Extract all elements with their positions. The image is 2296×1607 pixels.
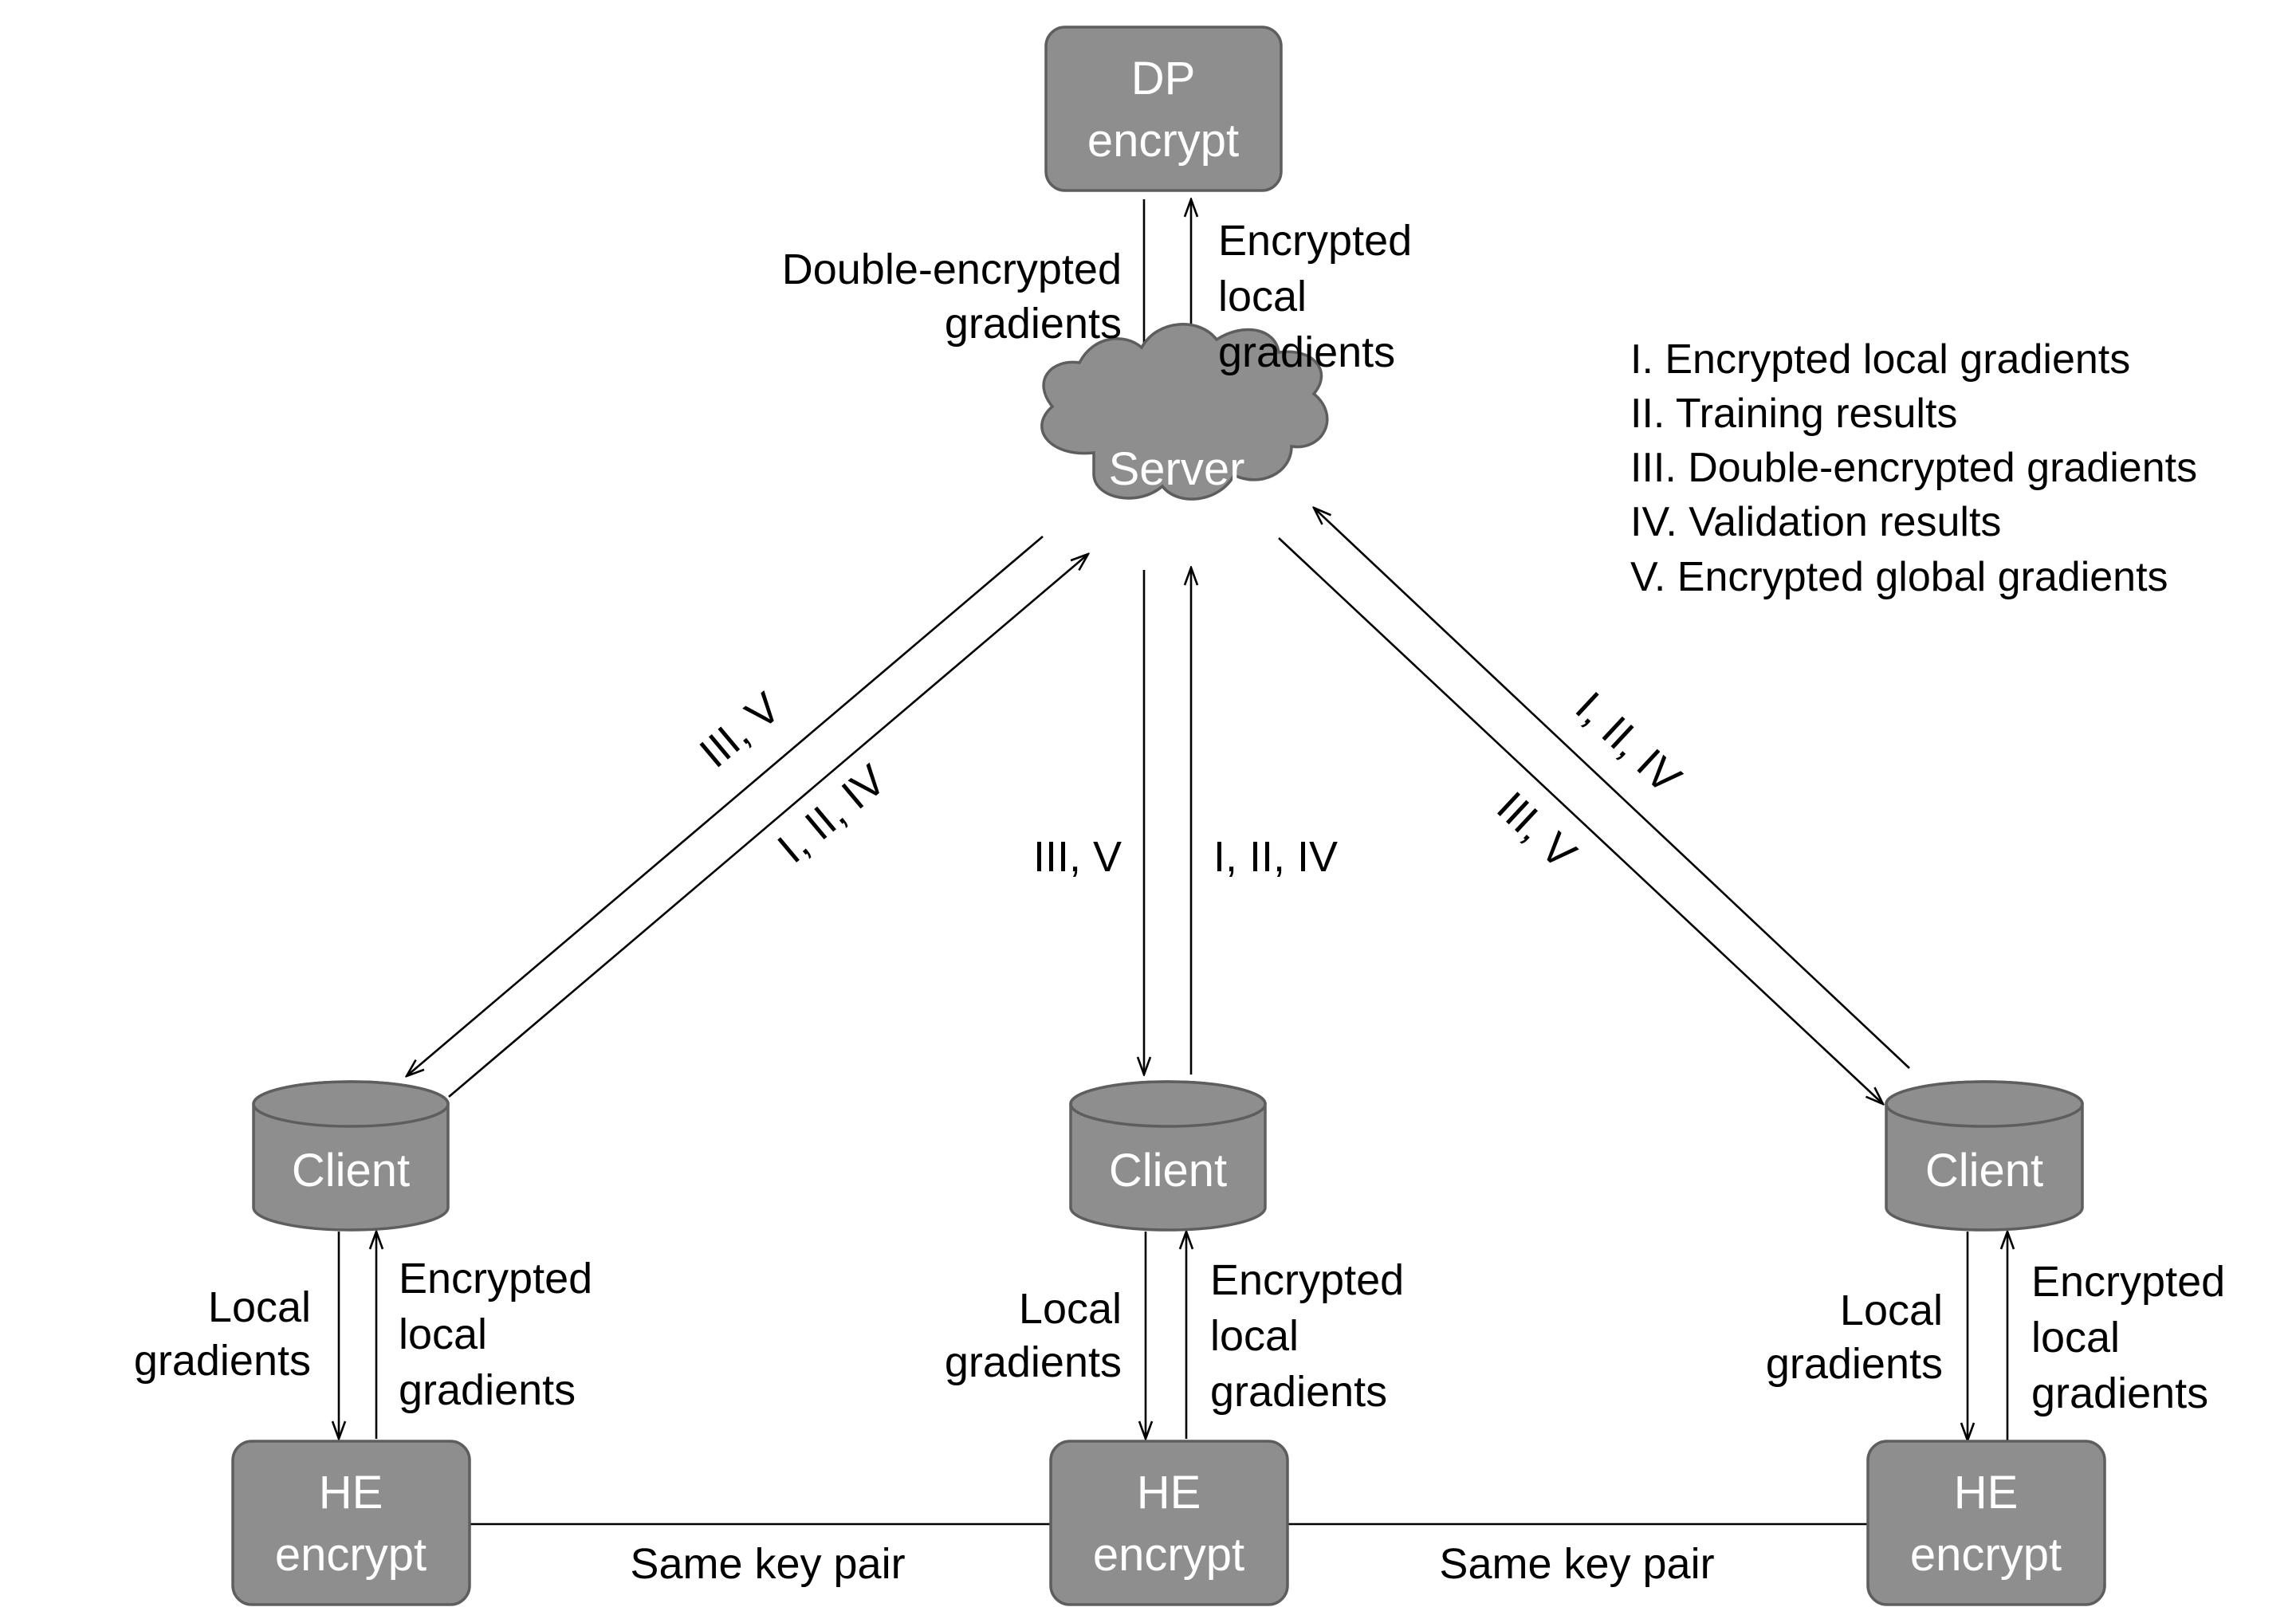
client-middle-label: Client [1109, 1145, 1227, 1196]
server-cloud-shape [1040, 323, 1329, 501]
label-left-up: I, II, IV [769, 756, 894, 872]
client-left-node: Client [252, 1080, 450, 1232]
he-encrypt-middle-line2: encrypt [1093, 1529, 1244, 1581]
label-he-to-client-right-line1: Encrypted [2031, 1258, 2225, 1306]
label-server-to-dp-line1: Encrypted [1218, 217, 1412, 265]
he-encrypt-right-line2: encrypt [1910, 1529, 2062, 1581]
legend-item-2: II. Training results [1630, 391, 1957, 437]
client-left-cylinder-top [252, 1080, 450, 1128]
he-encrypt-middle-line1: HE [1137, 1467, 1201, 1519]
label-dp-to-server-line1: Double-encrypted [782, 246, 1122, 293]
label-server-to-dp-line3: gradients [1218, 328, 1395, 376]
dp-encrypt-node: DP encrypt [1044, 26, 1283, 192]
legend: I. Encrypted local gradients II. Trainin… [1630, 336, 2197, 600]
he-encrypt-right-box [1866, 1440, 2106, 1606]
label-client-to-he-right-line2: gradients [1766, 1340, 1943, 1388]
label-he-to-client-left-line3: gradients [399, 1366, 576, 1414]
label-middle-up: I, II, IV [1213, 833, 1338, 881]
edge-client-left-to-server [448, 554, 1088, 1098]
label-dp-to-server-line2: gradients [945, 300, 1122, 348]
edge-server-to-client-left [407, 536, 1044, 1076]
he-encrypt-right-line1: HE [1954, 1467, 2019, 1519]
legend-item-5: V. Encrypted global gradients [1630, 554, 2168, 600]
label-he-to-client-left-line1: Encrypted [399, 1255, 592, 1302]
label-same-key-left: Same key pair [630, 1540, 905, 1588]
label-server-to-dp-line2: local [1218, 273, 1307, 320]
label-he-to-client-middle-line2: local [1210, 1312, 1299, 1360]
label-he-to-client-middle-line1: Encrypted [1210, 1256, 1404, 1304]
he-encrypt-middle-node: HE encrypt [1049, 1440, 1289, 1606]
label-he-to-client-right-line3: gradients [2031, 1369, 2208, 1417]
label-he-to-client-middle-line3: gradients [1210, 1368, 1387, 1416]
label-he-to-client-left-line2: local [399, 1310, 487, 1358]
he-encrypt-left-line1: HE [319, 1467, 383, 1519]
dp-encrypt-line2: encrypt [1087, 115, 1239, 167]
server-label: Server [1109, 443, 1245, 495]
client-middle-cylinder-top [1069, 1080, 1267, 1128]
client-right-node: Client [1885, 1080, 2084, 1232]
he-encrypt-right-node: HE encrypt [1866, 1440, 2106, 1606]
label-same-key-right: Same key pair [1439, 1540, 1714, 1588]
he-encrypt-middle-box [1049, 1440, 1289, 1606]
label-right-up: I, II, IV [1567, 683, 1690, 803]
label-middle-down: III, V [1033, 833, 1122, 881]
client-right-cylinder-top [1885, 1080, 2084, 1128]
client-right-label: Client [1925, 1145, 2043, 1196]
label-right-down: III, V [1488, 783, 1585, 878]
he-encrypt-left-node: HE encrypt [231, 1440, 471, 1606]
edge-server-to-client-right [1278, 537, 1883, 1104]
legend-item-4: IV. Validation results [1630, 499, 2001, 545]
legend-item-3: III. Double-encrypted gradients [1630, 445, 2197, 491]
dp-encrypt-line1: DP [1131, 53, 1196, 104]
label-client-to-he-left-line2: gradients [134, 1337, 311, 1385]
client-left-label: Client [292, 1145, 410, 1196]
label-client-to-he-middle-line2: gradients [945, 1338, 1122, 1386]
dp-encrypt-box [1044, 26, 1283, 192]
label-client-to-he-middle-line1: Local [1019, 1285, 1122, 1333]
server-node: Server [1040, 323, 1329, 501]
label-client-to-he-right-line1: Local [1840, 1287, 1943, 1334]
edge-client-right-to-server [1314, 508, 1910, 1069]
he-encrypt-left-line2: encrypt [275, 1529, 427, 1581]
he-encrypt-left-box [231, 1440, 471, 1606]
client-middle-node: Client [1069, 1080, 1267, 1232]
legend-item-1: I. Encrypted local gradients [1630, 336, 2130, 383]
label-he-to-client-right-line2: local [2031, 1314, 2120, 1361]
label-client-to-he-left-line1: Local [208, 1283, 311, 1331]
